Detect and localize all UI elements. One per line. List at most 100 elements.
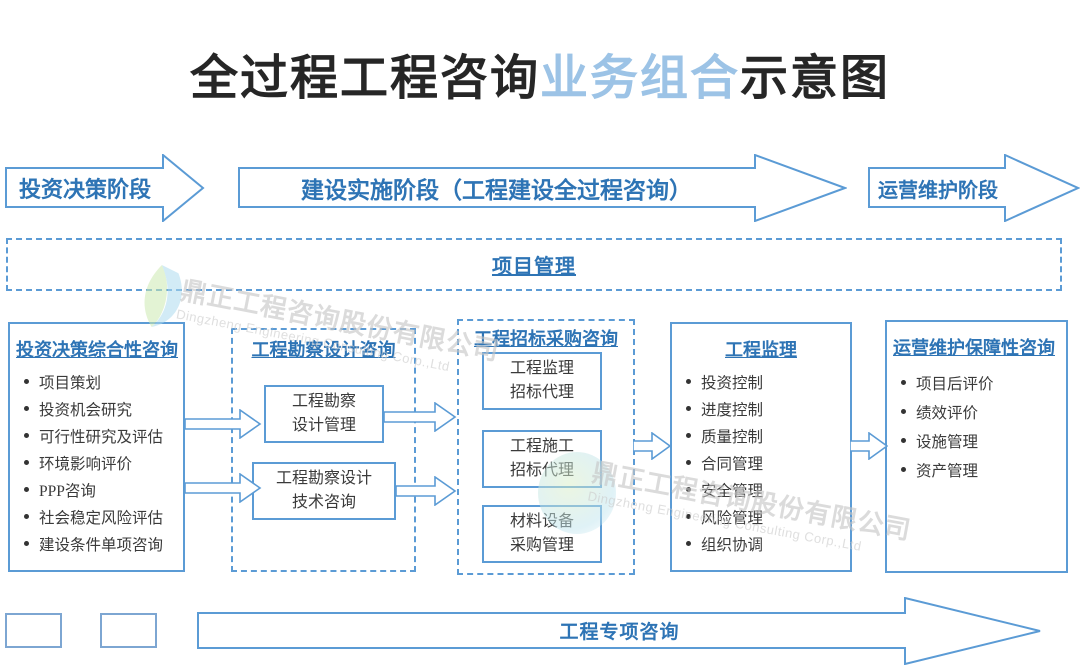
bullet-icon <box>686 487 691 492</box>
list-item-label: 风险管理 <box>701 509 764 527</box>
bullet-list: 投资控制 进度控制 质量控制 合同管理 安全管理 风险管理 组织协调 <box>672 368 850 557</box>
stage-label: 投资决策阶段 <box>18 177 151 202</box>
list-item-label: 项目后评价 <box>916 375 994 393</box>
operation-maintenance-column: 运营维护保障性咨询 项目后评价 绩效评价 设施管理 资产管理 <box>885 320 1068 573</box>
bullet-icon <box>24 487 29 492</box>
list-item: PPP咨询 <box>10 476 183 503</box>
inner-box-line: 招标代理 <box>509 384 574 401</box>
bullet-icon <box>686 406 691 411</box>
special-consulting-arrow: 工程专项咨询 <box>197 597 1042 665</box>
supervision-bidding-box: 工程监理 招标代理 <box>482 352 602 410</box>
inner-box-line: 技术咨询 <box>291 494 356 511</box>
bidding-procurement-column: 工程招标采购咨询 工程监理 招标代理 工程施工 招标代理 材料设备 采购管理 <box>457 319 635 575</box>
list-item: 风险管理 <box>672 503 850 530</box>
list-item-label: 项目策划 <box>39 374 102 392</box>
stage-label: 运营维护阶段 <box>878 179 998 202</box>
inner-box-line: 工程监理 <box>509 360 574 377</box>
bullet-icon <box>686 514 691 519</box>
list-item-label: 建设条件单项咨询 <box>39 536 164 554</box>
bullet-icon <box>901 380 906 385</box>
list-item-label: 投资控制 <box>701 374 764 392</box>
bullet-list: 项目策划 投资机会研究 可行性研究及评估 环境影响评价 PPP咨询 社会稳定风险… <box>10 368 183 557</box>
list-item: 安全管理 <box>672 476 850 503</box>
legend-square-2 <box>100 613 157 648</box>
list-item-label: 绩效评价 <box>916 404 979 422</box>
project-management-label: 项目管理 <box>492 256 576 278</box>
inner-box-line: 工程勘察 <box>291 393 356 410</box>
survey-design-management-box: 工程勘察 设计管理 <box>264 385 384 443</box>
list-item: 合同管理 <box>672 449 850 476</box>
stage-arrow-investment: 投资决策阶段 <box>5 154 205 222</box>
material-procurement-box: 材料设备 采购管理 <box>482 505 602 563</box>
list-item-label: 质量控制 <box>701 428 764 446</box>
bullet-icon <box>24 379 29 384</box>
list-item: 项目策划 <box>10 368 183 395</box>
right-arrow-icon <box>5 154 205 222</box>
list-item: 进度控制 <box>672 395 850 422</box>
bullet-icon <box>901 409 906 414</box>
construction-bidding-box: 工程施工 招标代理 <box>482 430 602 488</box>
bullet-icon <box>24 514 29 519</box>
list-item-label: 可行性研究及评估 <box>39 428 164 446</box>
bullet-icon <box>901 467 906 472</box>
list-item: 投资控制 <box>672 368 850 395</box>
list-item: 项目后评价 <box>887 368 1066 397</box>
column-title: 运营维护保障性咨询 <box>893 338 1055 358</box>
bullet-icon <box>24 406 29 411</box>
stage-arrow-construction: 建设实施阶段（工程建设全过程咨询） <box>238 154 847 222</box>
stage-arrow-operation: 运营维护阶段 <box>868 154 1080 222</box>
flow-arrow-icon <box>850 432 888 460</box>
list-item-label: 安全管理 <box>701 482 764 500</box>
list-item: 资产管理 <box>887 455 1066 484</box>
list-item-label: PPP咨询 <box>39 482 96 500</box>
list-item-label: 合同管理 <box>701 455 764 473</box>
bullet-list: 项目后评价 绩效评价 设施管理 资产管理 <box>887 368 1066 484</box>
inner-box-line: 设计管理 <box>291 417 356 434</box>
flow-arrow-icon <box>185 409 262 439</box>
list-item: 建设条件单项咨询 <box>10 530 183 557</box>
column-title: 投资决策综合性咨询 <box>16 340 178 360</box>
list-item-label: 组织协调 <box>701 536 764 554</box>
bullet-icon <box>24 433 29 438</box>
inner-box-line: 材料设备 <box>509 513 574 530</box>
list-item: 社会稳定风险评估 <box>10 503 183 530</box>
right-arrow-icon <box>238 154 847 222</box>
bullet-icon <box>901 438 906 443</box>
page-title-part1: 全过程工程咨询 <box>189 52 540 105</box>
list-item-label: 环境影响评价 <box>39 455 133 473</box>
supervision-column: 工程监理 投资控制 进度控制 质量控制 合同管理 安全管理 风险管理 组织协调 <box>670 322 852 572</box>
project-management-box: 项目管理 <box>6 238 1062 291</box>
list-item-label: 投资机会研究 <box>39 401 133 419</box>
flow-arrow-icon <box>396 476 457 506</box>
stage-label: 建设实施阶段（工程建设全过程咨询） <box>301 178 692 203</box>
list-item: 投资机会研究 <box>10 395 183 422</box>
list-item: 质量控制 <box>672 422 850 449</box>
list-item: 绩效评价 <box>887 397 1066 426</box>
bullet-icon <box>686 541 691 546</box>
list-item-label: 社会稳定风险评估 <box>39 509 164 527</box>
list-item: 环境影响评价 <box>10 449 183 476</box>
bullet-icon <box>686 460 691 465</box>
inner-box-line: 工程施工 <box>509 438 574 455</box>
column-title: 工程监理 <box>725 340 797 360</box>
inner-box-line: 工程勘察设计 <box>275 470 372 487</box>
column-title: 工程招标采购咨询 <box>474 329 618 349</box>
special-consulting-label: 工程专项咨询 <box>559 621 680 643</box>
flow-arrow-icon <box>633 432 671 460</box>
legend-square-1 <box>5 613 62 648</box>
list-item-label: 资产管理 <box>916 462 979 480</box>
page-title-highlight: 业务组合 <box>539 52 740 105</box>
list-item: 设施管理 <box>887 426 1066 455</box>
right-arrow-icon <box>868 154 1080 222</box>
inner-box-line: 采购管理 <box>509 537 574 554</box>
investment-decision-column: 投资决策综合性咨询 项目策划 投资机会研究 可行性研究及评估 环境影响评价 PP… <box>8 322 185 572</box>
bullet-icon <box>24 541 29 546</box>
list-item: 可行性研究及评估 <box>10 422 183 449</box>
list-item-label: 设施管理 <box>916 433 979 451</box>
survey-design-technical-box: 工程勘察设计 技术咨询 <box>252 462 396 520</box>
list-item-label: 进度控制 <box>701 401 764 419</box>
bullet-icon <box>686 379 691 384</box>
flow-arrow-icon <box>185 473 262 503</box>
list-item: 组织协调 <box>672 530 850 557</box>
page-title-part3: 示意图 <box>740 52 891 105</box>
